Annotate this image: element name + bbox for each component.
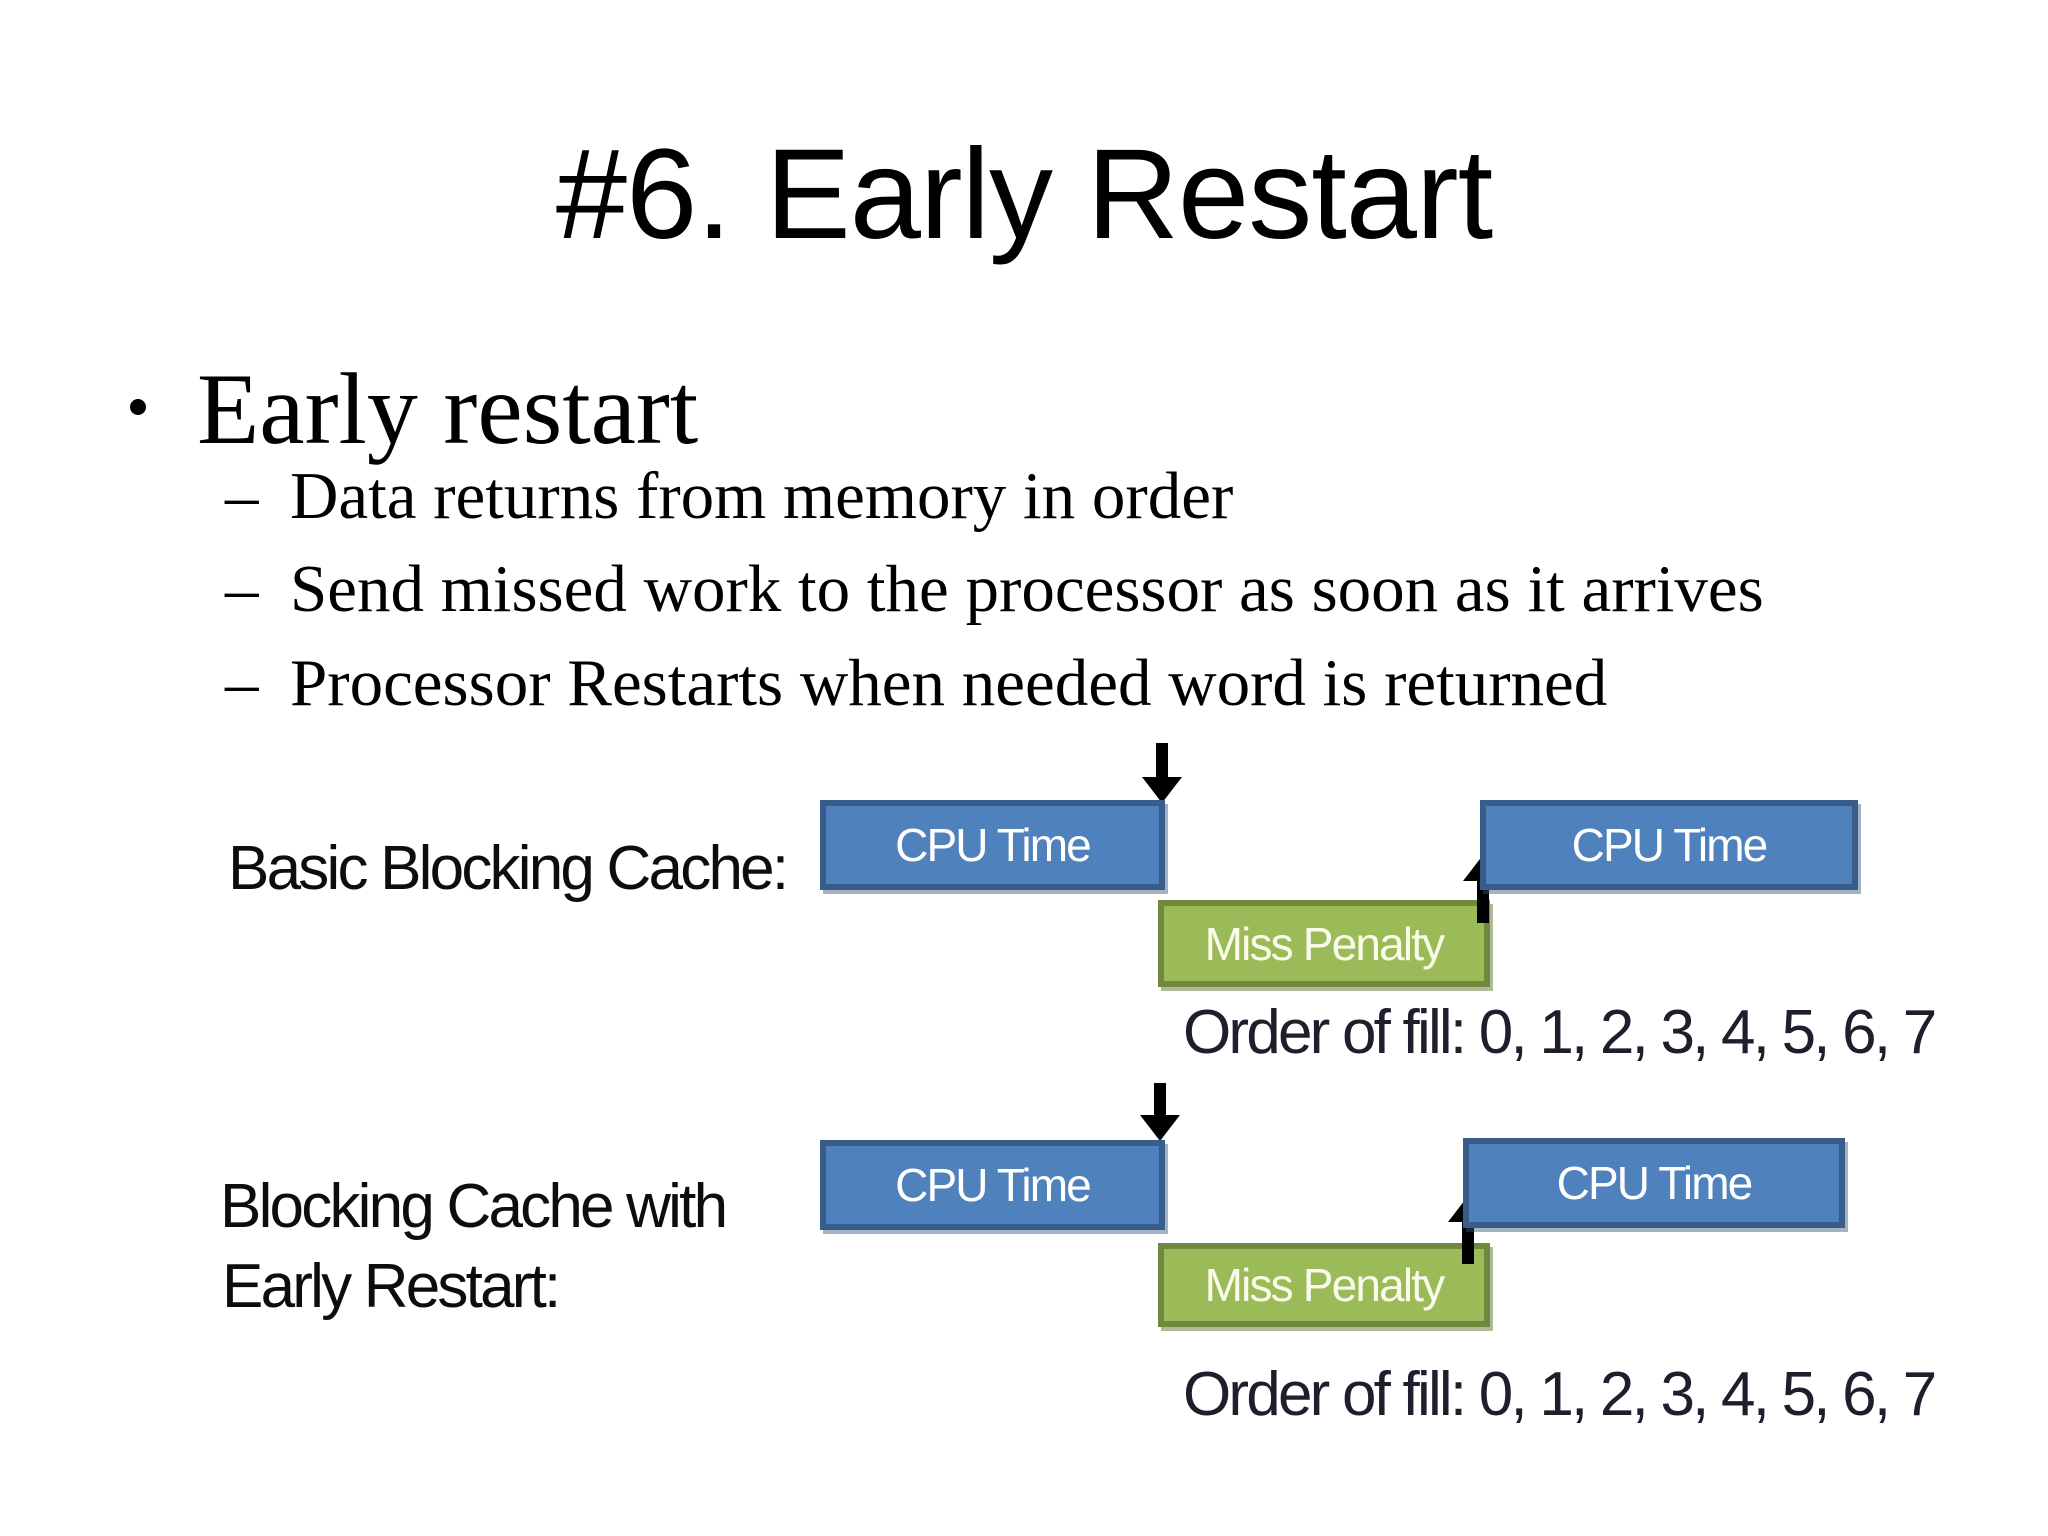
miss-penalty-label: Miss Penalty [1204, 917, 1446, 970]
sub-bullet-text-3: Processor Restarts when needed word is r… [290, 646, 1608, 720]
sub-bullet-item-3: –Processor Restarts when needed word is … [225, 650, 1607, 717]
cpu-time-label: CPU Time [895, 1159, 1092, 1211]
diagram2-order-of-fill-text: Order of fill: 0, 1, 2, 3, 4, 5, 6, 7 [1183, 1360, 1937, 1429]
miss-start-arrow-icon [1142, 743, 1182, 803]
diagram1-label: Basic Blocking Cache: [228, 834, 789, 903]
diagram1-miss-penalty-box: Miss Penalty [1158, 900, 1490, 987]
sub-bullet-item-1: –Data returns from memory in order [225, 463, 1233, 530]
page-title: #6. Early Restart [555, 123, 1493, 266]
sub-bullet-text-1: Data returns from memory in order [290, 459, 1234, 533]
diagram1-order-of-fill-text: Order of fill: 0, 1, 2, 3, 4, 5, 6, 7 [1183, 998, 1937, 1067]
cpu-time-label: CPU Time [895, 819, 1092, 871]
sub-bullet-text-2: Send missed work to the processor as soo… [290, 552, 1764, 626]
cpu-time-label: CPU Time [1556, 1157, 1754, 1209]
miss-start-arrow-icon [1140, 1083, 1180, 1141]
sub-bullet-item-2: –Send missed work to the processor as so… [225, 556, 1764, 623]
miss-penalty-label: Miss Penalty [1204, 1259, 1446, 1311]
diagram1-cpu-time-left-box: CPU Time [820, 800, 1165, 890]
cpu-time-label: CPU Time [1571, 819, 1769, 871]
diagram2-cpu-time-left-box: CPU Time [820, 1140, 1165, 1230]
diagram2-miss-penalty-box: Miss Penalty [1158, 1243, 1490, 1327]
bullet-dot-icon [130, 399, 146, 415]
diagram2-label-line2: Early Restart: [222, 1252, 561, 1321]
diagram2-label-line1: Blocking Cache with [220, 1172, 728, 1241]
bullet-item-main: Early restart [197, 353, 699, 466]
diagram2-cpu-time-right-box: CPU Time [1463, 1138, 1845, 1228]
dash-marker: – [225, 646, 259, 720]
dash-marker: – [225, 552, 259, 626]
diagram1-cpu-time-right-box: CPU Time [1480, 800, 1858, 890]
dash-marker: – [225, 459, 259, 533]
